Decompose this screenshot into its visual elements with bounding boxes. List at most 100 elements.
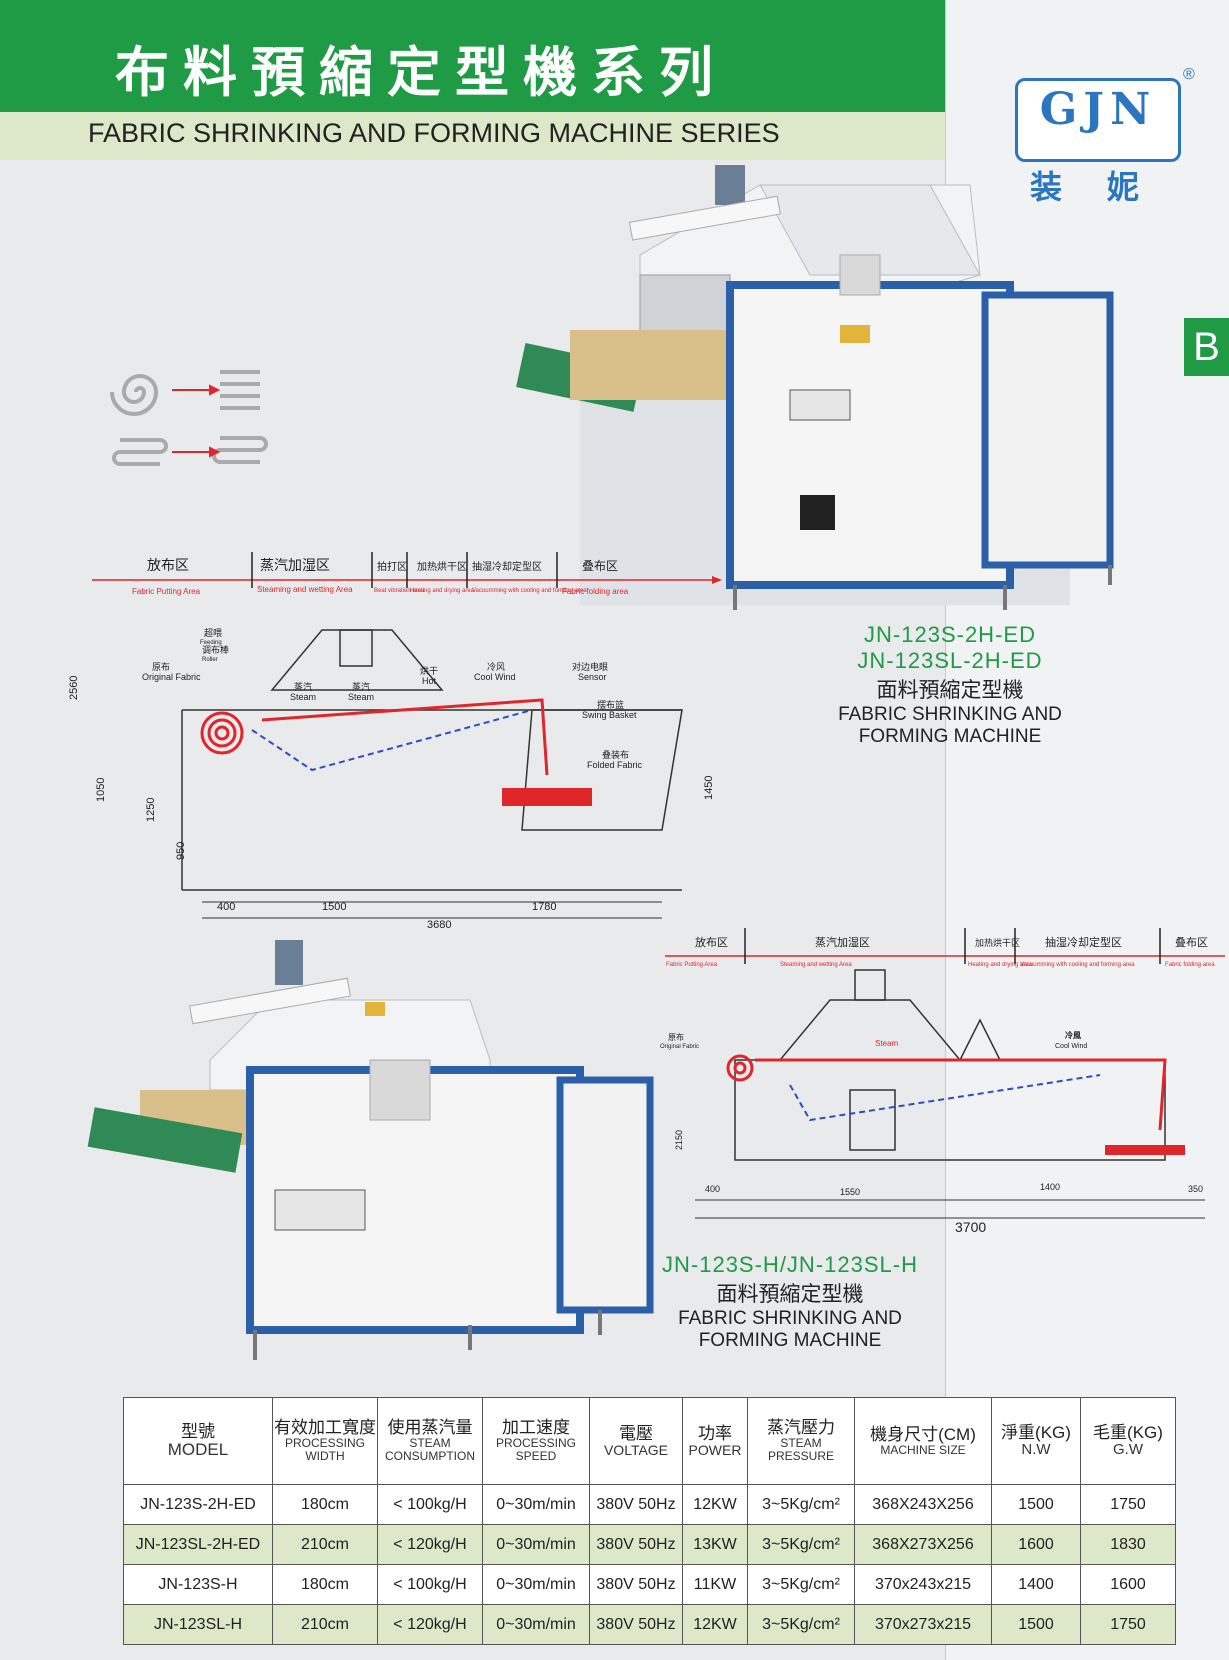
diag-label-steam-en-2: Steam — [348, 692, 374, 702]
cell: 3~5Kg/cm² — [747, 1564, 855, 1605]
desc-bottom-en-1: FABRIC SHRINKING AND — [678, 1308, 902, 1329]
diag-label-hot-en: Hot — [422, 676, 437, 686]
cell: 0~30m/min — [482, 1604, 590, 1645]
desc-top-en-2: FORMING MACHINE — [858, 726, 1042, 747]
cell: 11KW — [682, 1564, 748, 1605]
dim-w-total: 3680 — [427, 919, 451, 931]
diag-label-hot-cn: 烘干 — [420, 665, 438, 676]
zone-bot-en-1: Steaming and wetting Area — [780, 962, 852, 968]
cell: 1600 — [991, 1524, 1081, 1565]
diag-label-beat-en: Feeding — [200, 640, 222, 646]
diag-label-cool-cn: 冷风 — [487, 661, 505, 672]
cell: 0~30m/min — [482, 1564, 590, 1605]
cell: 380V 50Hz — [589, 1604, 683, 1645]
zone-top-en-1: Steaming and wetting Area — [257, 585, 353, 594]
diag-label-steam-cn-1: 蒸汽 — [294, 681, 312, 692]
caption-top: JN-123S-2H-ED JN-123SL-2H-ED 面料預縮定型機 FAB… — [800, 622, 1100, 748]
desc-bottom-en-2: FORMING MACHINE — [698, 1330, 882, 1351]
cell: < 100kg/H — [377, 1564, 483, 1605]
diag-bot-cool-cn: 冷風 — [1065, 1030, 1081, 1040]
zone-bot-en-4: Fabric folding area — [1165, 962, 1215, 968]
diag-bot-cool-en: Cool Wind — [1055, 1043, 1087, 1050]
diag-label-cool-en: Cool Wind — [474, 672, 516, 682]
zone-top-en-5: Fabric folding area — [562, 587, 629, 596]
zone-bot-en-0: Fabric Putting Area — [666, 962, 718, 968]
table-row: JN-123SL-2H-ED 210cm < 120kg/H 0~30m/min… — [123, 1524, 1176, 1565]
zone-bot-0: 放布区 — [695, 935, 728, 949]
cell: 380V 50Hz — [589, 1484, 683, 1525]
cell: 380V 50Hz — [589, 1564, 683, 1605]
zone-bot-4: 叠布区 — [1175, 936, 1208, 949]
page-title-cn: 布料預縮定型機系列 — [115, 40, 727, 104]
diag-label-basket-en: Swing Basket — [582, 710, 637, 720]
cell: 180cm — [272, 1564, 378, 1605]
cell: JN-123S-2H-ED — [123, 1484, 273, 1525]
cell: 13KW — [682, 1524, 748, 1565]
col-nw: 淨重(KG)N.W — [991, 1397, 1081, 1485]
page-title-en: FABRIC SHRINKING AND FORMING MACHINE SER… — [88, 118, 780, 148]
model-top-1: JN-123S-2H-ED — [864, 622, 1036, 647]
dim-bot-w-1550: 1550 — [840, 1187, 860, 1197]
process-diagram-top: 放布区 蒸汽加湿区 拍打区 加热烘干区 抽湿冷却定型区 叠布区 Fabric P… — [68, 552, 722, 931]
model-bottom: JN-123S-H/JN-123SL-H — [662, 1252, 918, 1277]
zone-top-2: 拍打区 — [377, 560, 407, 573]
diag-bot-steam: Steam — [875, 1039, 898, 1048]
section-tab[interactable]: B — [1184, 318, 1229, 376]
dim-w-400: 400 — [217, 901, 235, 913]
diag-bot-original-en: Original Fabric — [660, 1044, 699, 1050]
zone-bot-2: 加热烘干区 — [975, 937, 1020, 948]
machine-photo-bottom — [87, 940, 654, 1360]
col-size: 機身尺寸(CM)MACHINE SIZE — [854, 1397, 992, 1485]
diag-label-basket-cn: 摆布篮 — [597, 699, 624, 710]
cell: 1400 — [991, 1564, 1081, 1605]
cell: 1750 — [1080, 1604, 1176, 1645]
zone-top-5: 叠布区 — [582, 559, 618, 573]
cell: 3~5Kg/cm² — [747, 1524, 855, 1565]
dim-h-1250: 1250 — [145, 798, 157, 822]
cell: 1600 — [1080, 1564, 1176, 1605]
table-row: JN-123S-H 180cm < 100kg/H 0~30m/min 380V… — [123, 1564, 1176, 1605]
cell: 3~5Kg/cm² — [747, 1484, 855, 1525]
cell: 1500 — [991, 1604, 1081, 1645]
diag-label-folded-cn: 叠装布 — [602, 749, 629, 760]
zone-top-en-0: Fabric Putting Area — [132, 587, 201, 596]
dim-h-1450: 1450 — [703, 776, 715, 800]
cell: 1750 — [1080, 1484, 1176, 1525]
cell: 180cm — [272, 1484, 378, 1525]
cell: 12KW — [682, 1604, 748, 1645]
cell: 380V 50Hz — [589, 1524, 683, 1565]
dim-bot-w-total: 3700 — [955, 1219, 986, 1235]
zone-bot-en-2: Heating and drying area — [968, 962, 1033, 968]
diag-label-original-cn: 原布 — [152, 661, 170, 672]
cell: < 120kg/H — [377, 1524, 483, 1565]
logo-frame — [1015, 78, 1181, 162]
diag-label-steam-cn-2: 蒸汽 — [352, 681, 370, 692]
cell: 368X243X256 — [854, 1484, 992, 1525]
diag-label-beat-cn: 超喂 — [204, 627, 222, 638]
desc-bottom-cn: 面料預縮定型機 — [716, 1283, 864, 1306]
dim-bot-w-1400: 1400 — [1040, 1182, 1060, 1192]
cell: 0~30m/min — [482, 1524, 590, 1565]
dim-w-1500: 1500 — [322, 901, 346, 913]
cell: 12KW — [682, 1484, 748, 1525]
zone-top-1: 蒸汽加湿区 — [260, 557, 330, 573]
zone-top-3: 加热烘干区 — [417, 560, 467, 573]
diag-label-sensor-cn: 对边电眼 — [572, 661, 608, 672]
cell: 3~5Kg/cm² — [747, 1604, 855, 1645]
cell: 370x273x215 — [854, 1604, 992, 1645]
dim-bot-h-2150: 2150 — [674, 1130, 684, 1150]
cell: 0~30m/min — [482, 1484, 590, 1525]
cell: 1830 — [1080, 1524, 1176, 1565]
zone-top-0: 放布区 — [147, 557, 189, 573]
cell: 210cm — [272, 1524, 378, 1565]
col-gw: 毛重(KG)G.W — [1080, 1397, 1176, 1485]
table-row: JN-123S-2H-ED 180cm < 100kg/H 0~30m/min … — [123, 1484, 1176, 1525]
